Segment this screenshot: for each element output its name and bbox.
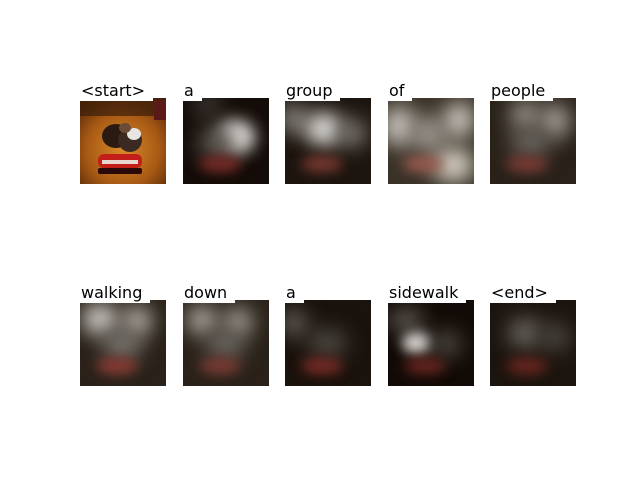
- attention-map: [490, 98, 576, 184]
- word-label: a: [285, 283, 304, 303]
- word-label: down: [183, 283, 236, 303]
- attention-map: [80, 300, 166, 386]
- attention-map: [285, 300, 371, 386]
- panel-people: people: [490, 81, 576, 184]
- panel-group: group: [285, 81, 371, 184]
- attention-map: [388, 98, 474, 184]
- panel-walking: walking: [80, 283, 166, 386]
- attention-map: [183, 300, 269, 386]
- panel-down: down: [183, 283, 269, 386]
- word-label: sidewalk: [388, 283, 467, 303]
- word-label: <start>: [80, 81, 154, 101]
- panel-sidewalk: sidewalk: [388, 283, 474, 386]
- word-label: walking: [80, 283, 151, 303]
- panel-a-1: a: [183, 81, 269, 184]
- panel-end: <end>: [490, 283, 576, 386]
- source-photo: [80, 98, 166, 184]
- panel-of: of: [388, 81, 474, 184]
- attention-map: [285, 98, 371, 184]
- attention-map: [388, 300, 474, 386]
- word-label: group: [285, 81, 341, 101]
- panel-start: <start>: [80, 81, 166, 184]
- attention-map: [490, 300, 576, 386]
- panel-a-2: a: [285, 283, 371, 386]
- word-label: a: [183, 81, 202, 101]
- word-label: <end>: [490, 283, 556, 303]
- word-label: of: [388, 81, 413, 101]
- word-label: people: [490, 81, 554, 101]
- attention-map: [183, 98, 269, 184]
